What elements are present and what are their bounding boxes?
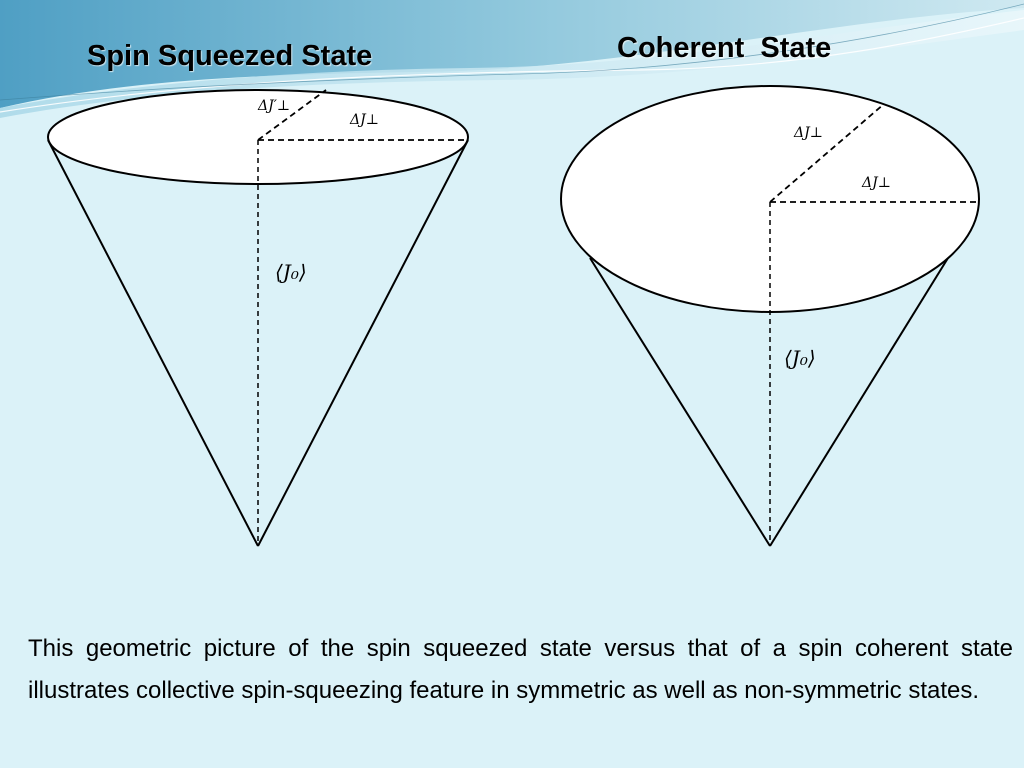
right-label-delta-j-perp-diag: ΔJ⊥	[793, 125, 823, 141]
left-cone-side-left	[47, 139, 259, 547]
coherent-state-title: Coherent State	[617, 32, 832, 64]
left-squeezed-ellipse	[47, 89, 469, 185]
right-diagonal-radius-dashed	[769, 103, 885, 203]
spin-squeezed-cone: ΔJ′⊥ ΔJ⊥ ⟨J₀⟩	[47, 89, 469, 547]
left-minor-radius-dashed	[257, 89, 327, 141]
coherent-cone: ΔJ⊥ ΔJ⊥ ⟨J₀⟩	[560, 85, 980, 547]
right-cone-side-left	[589, 257, 771, 547]
left-cone-side-right	[257, 139, 469, 547]
right-label-mean-j0: ⟨J₀⟩	[784, 346, 816, 370]
cone-diagrams: ΔJ′⊥ ΔJ⊥ ⟨J₀⟩ ΔJ⊥ ΔJ⊥ ⟨J₀⟩	[47, 85, 980, 547]
caption-paragraph: This geometric picture of the spin squee…	[28, 635, 1013, 704]
left-label-delta-j-perp-prime: ΔJ′⊥	[257, 98, 290, 114]
left-label-delta-j-perp: ΔJ⊥	[349, 112, 379, 128]
right-label-delta-j-perp-horiz: ΔJ⊥	[861, 175, 891, 191]
right-cone-side-right	[769, 257, 949, 547]
header-swoosh-decoration	[0, 0, 1024, 118]
spin-squeezed-state-title: Spin Squeezed State	[87, 40, 373, 72]
left-label-mean-j0: ⟨J₀⟩	[275, 260, 307, 284]
